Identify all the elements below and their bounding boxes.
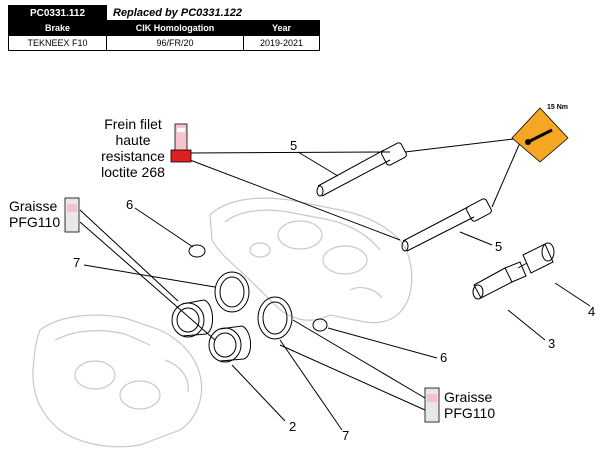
loctite-tube-icon bbox=[170, 123, 192, 163]
cell-brake: TEKNEEX F10 bbox=[8, 35, 107, 51]
callout-bolt-top: 5 bbox=[290, 138, 298, 153]
callout-seal-bottom: 7 bbox=[342, 428, 350, 443]
callout-bleed-nipple: 3 bbox=[548, 336, 556, 351]
torque-label: 15 Nm bbox=[547, 104, 569, 111]
callout-seal-left: 7 bbox=[73, 255, 81, 270]
col-year: Year bbox=[243, 20, 320, 36]
seal-left-icon bbox=[214, 271, 250, 313]
cell-homologation: 96/FR/20 bbox=[105, 35, 245, 51]
loctite-line-3: loctite 268 bbox=[101, 164, 165, 180]
piston-top-icon bbox=[171, 299, 213, 338]
header-table: PC0331.112 Replaced by PC0331.122 Brake … bbox=[8, 5, 320, 51]
loctite-label: Frein filet haute resistance loctite 268 bbox=[89, 116, 177, 180]
grease-tube-left-icon bbox=[64, 197, 80, 233]
bleed-nipple-icon bbox=[472, 261, 527, 300]
part-code: PC0331.112 bbox=[8, 5, 107, 21]
seal-bottom-icon bbox=[257, 296, 293, 340]
col-brake: Brake bbox=[8, 20, 107, 36]
replaced-note: Replaced by PC0331.122 bbox=[113, 6, 243, 19]
grease-left-line-1: Graisse bbox=[9, 198, 58, 214]
callout-bleed-screw: 4 bbox=[588, 304, 596, 319]
bolt-top-icon bbox=[316, 142, 407, 197]
callout-pistons: 2 bbox=[289, 419, 297, 434]
cell-year: 2019-2021 bbox=[243, 35, 320, 51]
caliper-body-ghost bbox=[209, 197, 413, 324]
grease-right-label: Graisse PFG110 bbox=[444, 389, 495, 421]
grease-right-line-1: Graisse bbox=[444, 389, 493, 405]
caliper-half-ghost bbox=[32, 314, 203, 448]
loctite-line-1: Frein filet bbox=[104, 116, 162, 132]
loctite-line-2: haute resistance bbox=[101, 132, 165, 164]
torque-sign-icon bbox=[511, 107, 569, 163]
oring-small-bottom-icon bbox=[312, 318, 328, 332]
grease-left-line-2: PFG110 bbox=[9, 214, 61, 230]
col-homologation: CIK Homologation bbox=[105, 20, 245, 36]
piston-bottom-icon bbox=[208, 325, 251, 363]
grease-left-label: Graisse PFG110 bbox=[9, 198, 60, 230]
oring-small-top-icon bbox=[188, 244, 206, 258]
bolt-bottom-icon bbox=[401, 198, 492, 252]
callout-oring-top: 6 bbox=[126, 197, 134, 212]
callout-oring-bottom: 6 bbox=[440, 350, 448, 365]
callout-bolt-bottom: 5 bbox=[495, 239, 503, 254]
grease-tube-right-icon bbox=[424, 387, 440, 423]
grease-right-line-2: PFG110 bbox=[444, 405, 496, 421]
bleed-screw-icon bbox=[517, 242, 555, 274]
